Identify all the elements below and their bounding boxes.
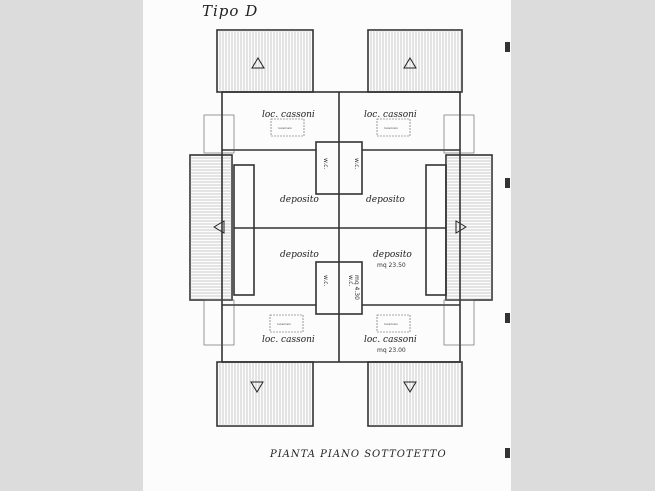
- svg-text:lucernaio: lucernaio: [384, 126, 398, 130]
- svg-text:w.c.: w.c.: [353, 158, 360, 170]
- svg-text:lucernaio: lucernaio: [278, 126, 292, 130]
- room-label: deposito: [280, 250, 319, 260]
- room-area: mq 23.00: [377, 347, 406, 354]
- walls: [203, 91, 475, 363]
- skylights: lucernaio lucernaio lucernaio lucernaio: [269, 118, 411, 333]
- binder-holes: [505, 42, 510, 458]
- svg-text:w.c.: w.c.: [322, 158, 329, 170]
- room-area: mq 23.50: [377, 262, 406, 269]
- roof-arrow-icons: [213, 57, 467, 393]
- room-label: loc. cassoni: [364, 110, 417, 120]
- plan-footer: PIANTA PIANO SOTTOTETTO: [269, 449, 447, 460]
- svg-text:lucernaio: lucernaio: [384, 322, 398, 326]
- svg-text:w.c.: w.c.: [322, 275, 329, 287]
- svg-text:lucernaio: lucernaio: [277, 322, 291, 326]
- room-label: loc. cassoni: [364, 335, 417, 345]
- room-label: deposito: [280, 195, 319, 205]
- room-label: deposito: [373, 250, 412, 260]
- paper-sheet: [143, 0, 511, 491]
- room-label: loc. cassoni: [262, 110, 315, 120]
- room-label: deposito: [366, 195, 405, 205]
- svg-text:mq 4.30: mq 4.30: [353, 275, 360, 300]
- room-label: loc. cassoni: [262, 335, 315, 345]
- plan-title: Tipo D: [202, 2, 258, 20]
- svg-text:w.c.: w.c.: [347, 275, 354, 287]
